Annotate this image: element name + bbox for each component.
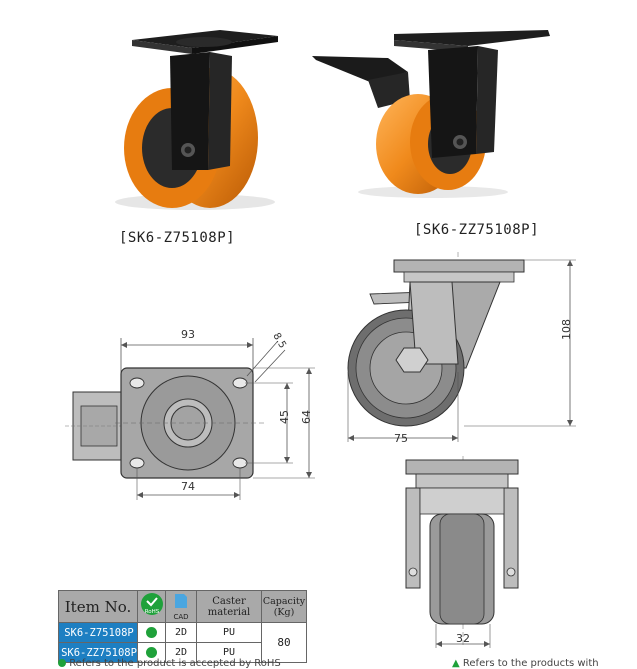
dim-offset: 75 [394,432,408,445]
side-view-drawing: 108 75 [347,252,576,445]
header-item-no: Item No. [58,590,138,623]
header-capacity: Capacity (Kg) [261,590,307,623]
capacity-value: 80 [261,622,307,663]
caption-swivel: [SK6-Z75108P] [119,230,236,246]
dim-total-height: 108 [560,319,573,340]
header-rohs: RoHS [137,590,166,623]
caster-photo-brake [312,30,550,198]
dim-plate-width: 93 [181,328,195,341]
front-view-drawing: 32 [405,456,519,648]
row-cad[interactable]: 2D [165,622,197,643]
caster-photo-swivel [115,30,278,210]
dim-hole-spacing-v: 45 [278,410,291,424]
cad-label: CAD [173,612,189,621]
rohs-badge-icon: RoHS [140,592,163,615]
dim-plate-height: 64 [300,410,313,424]
footer-note-products: ▲ Refers to the products with [452,658,599,669]
row-material: PU [196,642,262,663]
cad-file-icon [175,593,187,608]
triangle-icon: ▲ [452,658,460,669]
dim-wheel-width: 32 [456,632,470,645]
row-rohs-dot [137,622,166,643]
spec-table: Item No. RoHS CAD Caster material Capaci… [58,590,307,663]
header-cad: CAD [165,590,197,623]
row-model[interactable]: SK6-Z75108P [58,622,138,643]
header-material: Caster material [196,590,262,623]
green-dot-icon [58,659,66,667]
row-material: PU [196,622,262,643]
svg-text:RoHS: RoHS [144,609,159,615]
dim-hole-spacing-h: 74 [181,480,195,493]
dim-hole-size: 8.5 [270,331,287,350]
row-rohs-dot [137,642,166,663]
top-plate-drawing: 93 8.5 45 64 74 [65,328,315,500]
caption-brake: [SK6-ZZ75108P] [414,222,540,238]
row-model[interactable]: SK6-ZZ75108P [58,642,138,663]
footer-note-rohs: Refers to the product is accepted by RoH… [58,658,281,669]
